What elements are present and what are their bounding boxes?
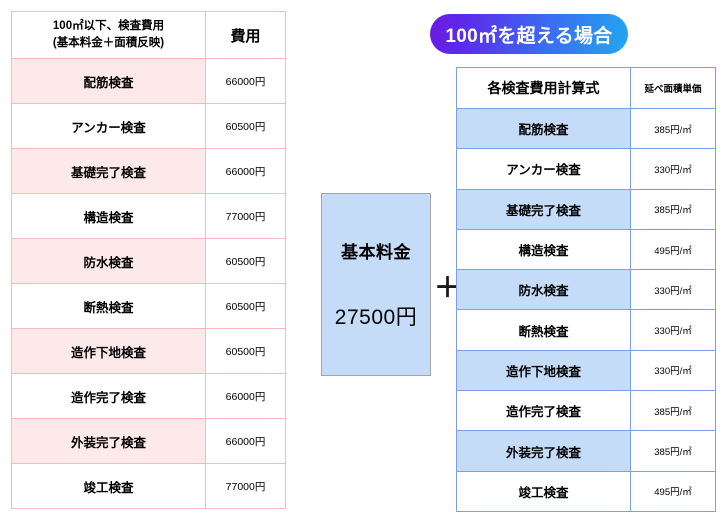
inspection-name-cell: 造作完了検査 [11, 373, 206, 419]
inspection-fee-cell: 60500円 [205, 283, 286, 329]
inspection-fee-cell: 77000円 [205, 193, 286, 239]
base-fee-amount: 27500円 [334, 306, 418, 329]
base-fee-box: 基本料金 27500円 [321, 193, 431, 376]
header-line-2: (基本料金＋面積反映) [52, 37, 165, 49]
inspection-fee-cell: 60500円 [205, 103, 286, 149]
inspection-name-cell: 造作完了検査 [456, 390, 631, 432]
unit-price-cell: 385円/㎡ [630, 430, 716, 472]
unit-price-cell: 330円/㎡ [630, 148, 716, 190]
inspection-fee-cell: 66000円 [205, 148, 286, 194]
inspection-name-cell: 構造検査 [11, 193, 206, 239]
plus-operator-icon: ＋ [434, 273, 461, 303]
unit-price-cell: 385円/㎡ [630, 188, 716, 230]
unit-price-cell: 330円/㎡ [630, 309, 716, 351]
unit-price-cell: 385円/㎡ [630, 390, 716, 432]
inspection-name-cell: 基礎完了検査 [11, 148, 206, 194]
base-fee-label: 基本料金 [341, 243, 411, 262]
header-fee: 費用 [205, 11, 286, 59]
inspection-name-cell: 竣工検査 [456, 470, 631, 512]
inspection-fee-cell: 77000円 [205, 463, 286, 509]
unit-price-cell: 330円/㎡ [630, 349, 716, 392]
header-inspection-fee-under-100: 100㎡以下、検査費用 (基本料金＋面積反映) [11, 11, 206, 59]
unit-price-cell: 385円/㎡ [630, 107, 716, 150]
unit-price-cell: 495円/㎡ [630, 228, 716, 271]
inspection-name-cell: 造作下地検査 [456, 349, 631, 392]
inspection-name-cell: 配筋検査 [456, 107, 631, 150]
header-inspection-formula: 各検査費用計算式 [456, 67, 631, 109]
inspection-name-cell: 基礎完了検査 [456, 188, 631, 230]
inspection-name-cell: 断熱検査 [11, 283, 206, 329]
inspection-name-cell: アンカー検査 [11, 103, 206, 149]
inspection-fee-cell: 66000円 [205, 373, 286, 419]
inspection-name-cell: 構造検査 [456, 228, 631, 271]
header-floor-area-unit-price: 延べ面積単価 [630, 67, 716, 109]
over-100-banner: 100㎡を超える場合 [430, 14, 628, 54]
inspection-name-cell: 外装完了検査 [11, 418, 206, 464]
inspection-name-cell: 竣工検査 [11, 463, 206, 509]
inspection-name-cell: 配筋検査 [11, 58, 206, 104]
inspection-name-cell: 断熱検査 [456, 309, 631, 351]
header-line-1: 100㎡以下、検査費用 [52, 20, 165, 33]
over-100-banner-label: 100㎡を超える場合 [445, 25, 613, 47]
inspection-name-cell: アンカー検査 [456, 148, 631, 190]
inspection-name-cell: 防水検査 [456, 269, 631, 311]
inspection-name-cell: 造作下地検査 [11, 328, 206, 374]
inspection-fee-cell: 60500円 [205, 328, 286, 374]
unit-price-cell: 330円/㎡ [630, 269, 716, 311]
table-header-row: 各検査費用計算式 延べ面積単価 [456, 67, 716, 109]
inspection-name-cell: 防水検査 [11, 238, 206, 284]
inspection-fee-cell: 66000円 [205, 58, 286, 104]
inspection-fee-cell: 66000円 [205, 418, 286, 464]
inspection-name-cell: 外装完了検査 [456, 430, 631, 472]
table-header-row: 100㎡以下、検査費用 (基本料金＋面積反映) 費用 [11, 11, 286, 59]
inspection-fee-cell: 60500円 [205, 238, 286, 284]
unit-price-cell: 495円/㎡ [630, 470, 716, 512]
